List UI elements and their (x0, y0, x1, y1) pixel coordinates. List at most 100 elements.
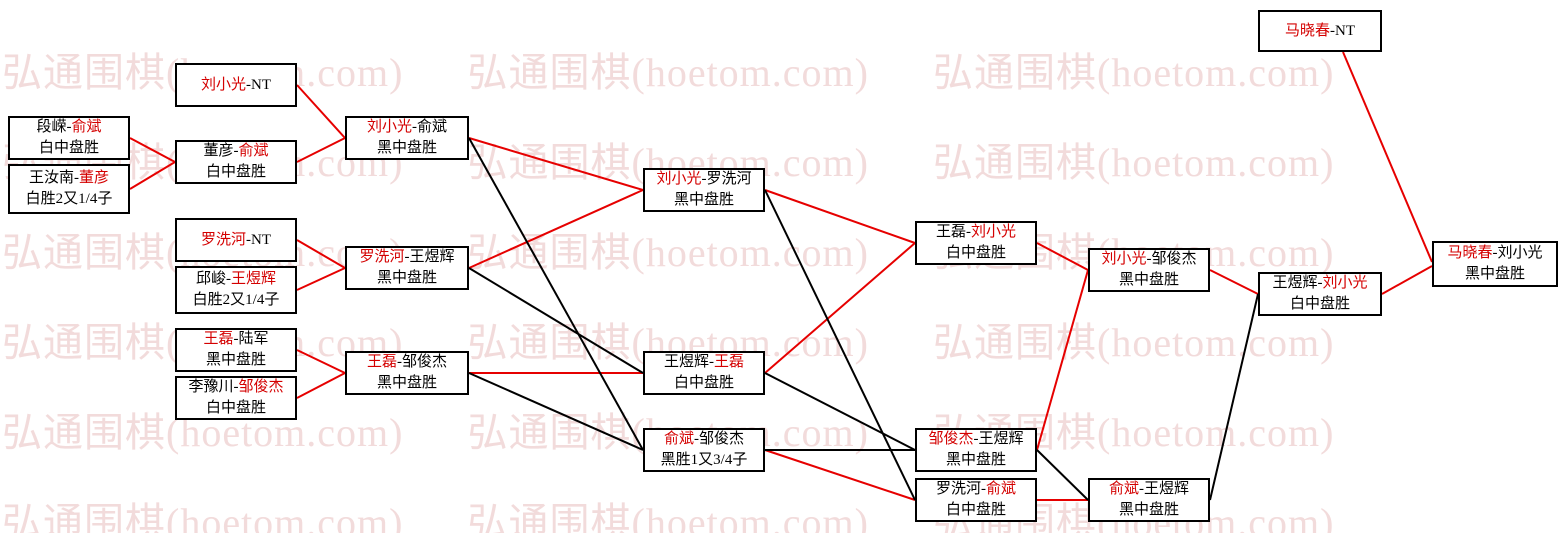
winner-advance-line (468, 189, 644, 269)
match-players: 刘小光-邹俊杰 (1101, 249, 1196, 270)
player-name: -王煜辉 (973, 431, 1024, 447)
winner-name: 俞斌 (985, 481, 1016, 497)
loser-advance-line (468, 372, 644, 451)
match-players: 马晓春-刘小光 (1447, 243, 1542, 264)
match-result: 黑胜1又3/4子 (660, 452, 748, 468)
match-result: 黑中盘胜 (1118, 502, 1179, 518)
match-result: 白胜2又1/4子 (25, 191, 113, 207)
loser-advance-line (764, 189, 916, 501)
match-box-wangyuhui-wanglei: 王煜辉-王磊白中盘胜 (643, 351, 765, 395)
winner-name: 邹俊杰 (928, 431, 974, 447)
match-box-yubin-zoujunjie: 俞斌-邹俊杰黑胜1又3/4子 (643, 428, 765, 472)
winner-advance-line (296, 239, 346, 269)
player-name: -NT (246, 76, 271, 93)
player-name: -NT (246, 231, 271, 248)
player-name: -俞斌 (412, 119, 447, 135)
winner-name: 俞斌 (663, 431, 694, 447)
player-name: 段嵘- (36, 119, 72, 135)
winner-name: 刘小光 (366, 119, 412, 135)
player-name: -王煜辉 (404, 249, 455, 265)
player-name: 邱峻- (195, 271, 231, 287)
match-result: 白中盘胜 (1289, 296, 1350, 312)
winner-advance-line (1036, 269, 1089, 451)
winner-name: 刘小光 (970, 224, 1016, 240)
match-players: 俞斌-邹俊杰 (664, 429, 744, 450)
player-name: 王磊- (935, 224, 971, 240)
winner-name: 邹俊杰 (238, 379, 284, 395)
match-players: 王汝南-董彦 (29, 168, 109, 189)
match-players: 俞斌-王煜辉 (1109, 479, 1189, 500)
player-name: -罗洗河 (701, 171, 752, 187)
match-result: 白中盘胜 (205, 400, 266, 416)
match-box-duanrong-yubin: 段嵘-俞斌白中盘胜 (8, 116, 130, 160)
player-name: -王煜辉 (1139, 481, 1189, 497)
match-players: 王煜辉-王磊 (664, 352, 744, 373)
winner-advance-line (1342, 51, 1433, 263)
match-result: 黑中盘胜 (1464, 266, 1525, 282)
match-players: 王磊-邹俊杰 (367, 352, 447, 373)
match-box-liuxiaoguang-nt: 刘小光-NT (175, 63, 297, 107)
match-players: 刘小光-罗洗河 (656, 169, 751, 190)
winner-advance-line (764, 189, 916, 244)
match-box-luoxihe-wangyuhui: 罗洗河-王煜辉黑中盘胜 (345, 246, 469, 290)
player-name: -邹俊杰 (1146, 251, 1197, 267)
winner-name: 马晓春 (1447, 245, 1493, 261)
match-players: 王磊-陆军 (203, 329, 268, 350)
match-result: 黑中盘胜 (205, 352, 266, 368)
player-name: 罗洗河- (935, 481, 986, 497)
match-result: 白中盘胜 (673, 375, 734, 391)
winner-advance-line (764, 449, 916, 501)
match-box-wanglei-zoujunjie: 王磊-邹俊杰黑中盘胜 (345, 351, 469, 395)
player-name: 董彦- (203, 143, 239, 159)
match-box-wanglei-liuxiaoguang: 王磊-刘小光白中盘胜 (915, 221, 1037, 265)
winner-name: 俞斌 (238, 143, 269, 159)
match-box-luoxihe-nt: 罗洗河-NT (175, 218, 297, 262)
player-name: -陆军 (233, 331, 269, 347)
match-result: 黑中盘胜 (376, 270, 437, 286)
winner-name: 马晓春 (1284, 22, 1330, 39)
winner-advance-line (468, 137, 644, 191)
match-box-maxiaochun-nt: 马晓春-NT (1258, 10, 1382, 52)
winner-name: 俞斌 (71, 119, 102, 135)
match-result: 黑中盘胜 (376, 375, 437, 391)
match-box-yubin-wangyuhui: 俞斌-王煜辉黑中盘胜 (1088, 478, 1210, 522)
match-result: 白胜2又1/4子 (192, 292, 280, 308)
match-players: 段嵘-俞斌 (36, 117, 101, 138)
match-box-liyuchuan-zoujunjie: 李豫川-邹俊杰白中盘胜 (175, 376, 297, 420)
match-result: 黑中盘胜 (376, 140, 437, 156)
winner-name: 刘小光 (200, 76, 246, 93)
match-players: 罗洗河-王煜辉 (359, 247, 454, 268)
winner-name: 董彦 (78, 170, 109, 186)
match-players: 刘小光-NT (201, 75, 271, 96)
loser-advance-line (1209, 293, 1259, 501)
match-result: 白中盘胜 (945, 245, 1006, 261)
player-name: -NT (1330, 22, 1355, 39)
winner-name: 王磊 (203, 331, 234, 347)
match-box-luoxihe-yubin: 罗洗河-俞斌白中盘胜 (915, 478, 1037, 522)
match-players: 董彦-俞斌 (203, 141, 268, 162)
loser-advance-line (468, 137, 644, 451)
winner-name: 王煜辉 (230, 271, 276, 287)
winner-name: 罗洗河 (359, 249, 405, 265)
player-name: 王煜辉- (663, 354, 714, 370)
player-name: -刘小光 (1492, 245, 1543, 261)
winner-name: 刘小光 (656, 171, 702, 187)
winner-name: 罗洗河 (200, 231, 246, 248)
winner-advance-line (296, 267, 346, 291)
watermark-text-row: 弘通围棋(hoetom.com)弘通围棋(hoetom.com)弘通围棋(hoe… (2, 50, 1335, 95)
match-players: 邹俊杰-王煜辉 (928, 429, 1023, 450)
match-box-wangrunan-dongyan: 王汝南-董彦白胜2又1/4子 (8, 164, 130, 214)
match-result: 白中盘胜 (205, 164, 266, 180)
match-box-wanglei-lujun: 王磊-陆军黑中盘胜 (175, 328, 297, 372)
match-result: 黑中盘胜 (673, 192, 734, 208)
loser-advance-line (468, 267, 644, 374)
match-result: 白中盘胜 (945, 502, 1006, 518)
match-result: 黑中盘胜 (1118, 272, 1179, 288)
winner-advance-line (764, 242, 916, 374)
winner-name: 王磊 (366, 354, 397, 370)
loser-advance-line (1036, 449, 1089, 501)
winner-advance-line (1036, 242, 1089, 271)
